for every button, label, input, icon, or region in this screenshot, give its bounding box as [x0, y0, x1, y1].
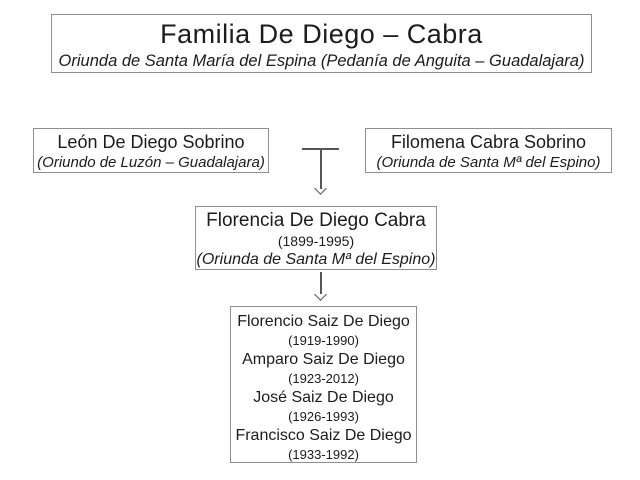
person-origin: (Oriunda de Santa Mª del Espino)	[196, 251, 436, 268]
person-name: León De Diego Sobrino	[57, 132, 245, 152]
grandchildren-box: Florencio Saiz De Diego (1919-1990) Ampa…	[230, 306, 417, 463]
person-years: (1933-1992)	[288, 447, 359, 462]
descent-connector-stem	[320, 272, 322, 294]
person-years: (1926-1993)	[288, 409, 359, 424]
person-origin: (Oriundo de Luzón – Guadalajara)	[37, 154, 265, 171]
person-name: Florencio Saiz De Diego	[237, 313, 410, 330]
list-item: José Saiz De Diego (1926-1993)	[231, 387, 416, 425]
parent-box-leon: León De Diego Sobrino (Oriundo de Luzón …	[33, 128, 269, 173]
person-years: (1919-1990)	[288, 333, 359, 348]
person-name: Filomena Cabra Sobrino	[390, 132, 587, 152]
title-box: Familia De Diego – Cabra Oriunda de Sant…	[51, 14, 592, 73]
list-item: Francisco Saiz De Diego (1933-1992)	[231, 425, 416, 463]
diagram-subtitle: Oriunda de Santa María del Espina (Pedan…	[58, 52, 585, 70]
marriage-connector-stem	[320, 148, 322, 189]
person-name: José Saiz De Diego	[253, 389, 394, 406]
person-name: Francisco Saiz De Diego	[235, 427, 412, 444]
parent-box-filomena: Filomena Cabra Sobrino (Oriunda de Santa…	[365, 128, 612, 173]
list-item: Amparo Saiz De Diego (1923-2012)	[231, 349, 416, 387]
person-origin: (Oriunda de Santa Mª del Espino)	[376, 154, 601, 171]
person-years: (1899-1995)	[277, 233, 355, 249]
list-item: Florencio Saiz De Diego (1919-1990)	[231, 311, 416, 349]
down-arrow-icon	[314, 182, 327, 195]
down-arrow-icon	[314, 288, 327, 301]
person-name: Florencia De Diego Cabra	[206, 210, 426, 231]
person-years: (1923-2012)	[288, 371, 359, 386]
child-box-florencia: Florencia De Diego Cabra (1899-1995) (Or…	[195, 206, 437, 270]
diagram-title: Familia De Diego – Cabra	[160, 19, 483, 49]
person-name: Amparo Saiz De Diego	[242, 351, 405, 368]
